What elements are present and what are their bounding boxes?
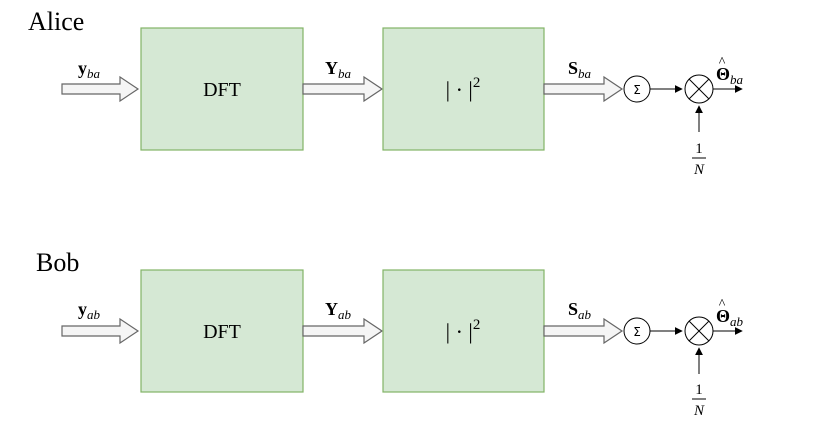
alice-mid-arrow	[302, 75, 384, 103]
alice-mid-label: Yba	[325, 58, 352, 81]
bob-input-arrow	[61, 317, 140, 345]
alice-title: Alice	[28, 7, 84, 36]
alice-spectrum-arrow	[543, 75, 624, 103]
svg-text:1: 1	[695, 141, 703, 157]
alice-magnitude-label: | · |2	[446, 75, 481, 102]
svg-text:^: ^	[719, 297, 726, 312]
alice-input-label: yba	[78, 58, 101, 81]
bob-input-label: yab	[78, 299, 101, 322]
alice-output-label: ^ Θba	[716, 55, 744, 87]
alice-spectrum-label: Sba	[568, 58, 592, 81]
alice-input-arrow	[61, 75, 140, 103]
bob-output-label: ^ Θab	[716, 297, 744, 329]
alice-magnitude-block	[382, 27, 545, 151]
svg-text:N: N	[693, 403, 705, 419]
bob-pipeline: Bob yab DFT Yab | · |2 Sab Σ ^	[36, 248, 744, 419]
alice-dft-label: DFT	[203, 79, 241, 101]
svg-text:N: N	[693, 162, 705, 178]
svg-text:Θba: Θba	[716, 64, 744, 87]
bob-sum-symbol: Σ	[633, 325, 641, 339]
bob-spectrum-label: Sab	[568, 299, 592, 322]
bob-title: Bob	[36, 248, 79, 277]
bob-mid-label: Yab	[325, 299, 352, 322]
bob-magnitude-block	[382, 269, 545, 393]
bob-spectrum-arrow	[543, 317, 624, 345]
svg-text:1: 1	[695, 382, 703, 398]
alice-dft-block	[140, 27, 304, 151]
bob-multiplier-node	[684, 316, 714, 346]
svg-text:Θab: Θab	[716, 306, 744, 329]
bob-mid-arrow	[302, 317, 384, 345]
alice-multiplier-node	[684, 74, 714, 104]
svg-text:^: ^	[719, 55, 726, 70]
alice-pipeline: Alice yba DFT Yba | · |2 Sba Σ	[28, 7, 744, 178]
bob-dft-label: DFT	[203, 321, 241, 343]
bob-magnitude-label: | · |2	[446, 317, 481, 344]
alice-scale-fraction: 1 N	[692, 141, 706, 178]
alice-sum-symbol: Σ	[633, 83, 641, 97]
bob-scale-fraction: 1 N	[692, 382, 706, 419]
